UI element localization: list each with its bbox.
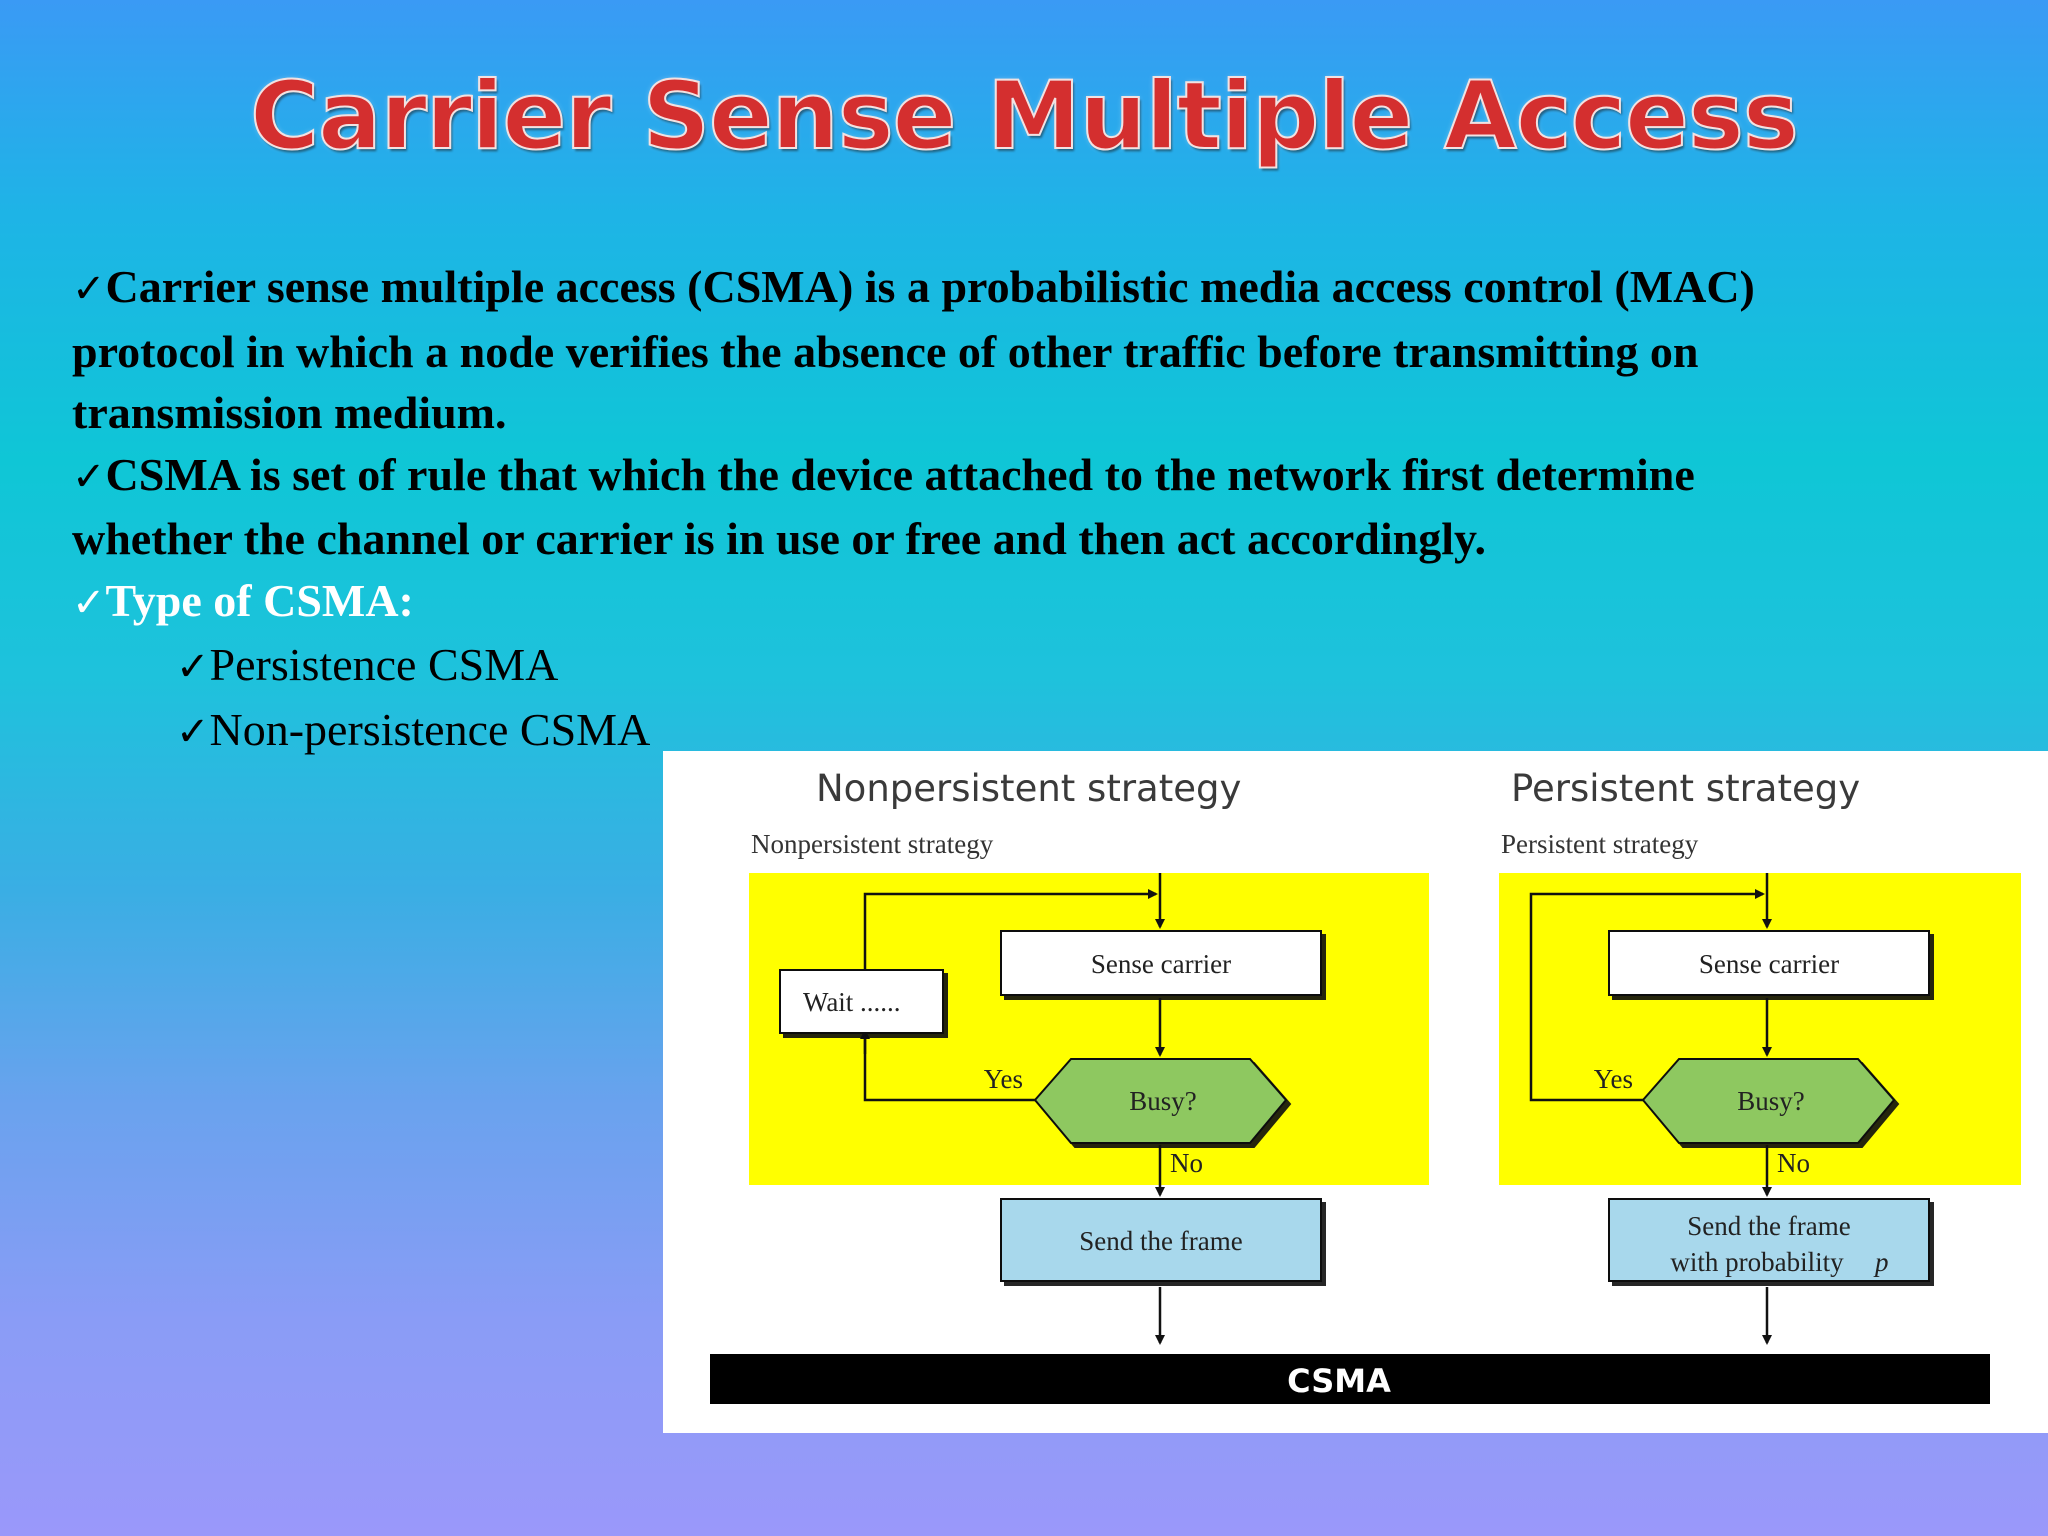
bullet-text-line: Carrier sense multiple access (CSMA) is …	[105, 261, 1755, 312]
send-frame-label: Send the frame	[1079, 1226, 1242, 1256]
yes-label: Yes	[1594, 1064, 1633, 1094]
no-label: No	[1170, 1148, 1203, 1178]
csma-flowchart-svg: Nonpersistent strategy Nonpersistent str…	[710, 767, 2021, 1404]
csma-bar	[710, 1354, 1990, 1404]
sub-bullet-text: Non-persistence CSMA	[209, 703, 651, 755]
sense-carrier-label: Sense carrier	[1091, 949, 1231, 979]
send-frame-label-line2: with probability	[1670, 1247, 1844, 1277]
bullet-text-line: CSMA is set of rule that which the devic…	[105, 448, 1695, 500]
nonpersistent-title: Nonpersistent strategy	[816, 767, 1241, 810]
probability-symbol: p	[1873, 1247, 1889, 1277]
persistent-subtitle: Persistent strategy	[1501, 829, 1699, 859]
wait-box	[779, 969, 944, 1034]
csma-flowchart-figure: Nonpersistent strategy Nonpersistent str…	[663, 751, 2048, 1433]
sense-carrier-box	[1608, 930, 1930, 996]
bullet-item: ✓Carrier sense multiple access (CSMA) is…	[72, 256, 2032, 321]
send-frame-label-line1: Send the frame	[1687, 1211, 1850, 1241]
bullet-list: ✓Carrier sense multiple access (CSMA) is…	[72, 256, 2032, 763]
checkmark-icon: ✓	[72, 579, 106, 626]
sub-bullet-item: ✓Persistence CSMA	[72, 634, 2032, 699]
bullet-text-line: transmission medium.	[72, 387, 507, 438]
checkmark-icon: ✓	[72, 266, 106, 312]
bullet-item: ✓CSMA is set of rule that which the devi…	[72, 444, 2032, 509]
checkmark-icon: ✓	[176, 644, 210, 690]
bullet-text-line: Type of CSMA:	[105, 574, 414, 626]
busy-label: Busy?	[1129, 1086, 1197, 1116]
slide-title: Carrier Sense Multiple Access	[249, 61, 1800, 172]
bullet-text-line: protocol in which a node verifies the ab…	[72, 325, 1699, 377]
checkmark-icon: ✓	[72, 453, 106, 500]
loop-arrow	[1529, 889, 1765, 1102]
busy-label: Busy?	[1737, 1086, 1805, 1116]
bullet-item: ✓Type of CSMA:	[72, 570, 2032, 635]
send-frame-box	[1608, 1198, 1930, 1282]
wait-label: Wait ......	[803, 987, 901, 1017]
nonpersistent-subtitle: Nonpersistent strategy	[751, 829, 994, 859]
sub-bullet-item: ✓Non-persistence CSMA	[72, 699, 2032, 764]
no-label: No	[1777, 1148, 1810, 1178]
checkmark-icon: ✓	[176, 708, 210, 755]
sub-bullet-text: Persistence CSMA	[209, 639, 559, 690]
bullet-text-line: whether the channel or carrier is in use…	[72, 513, 1486, 564]
sense-carrier-box	[1000, 930, 1322, 996]
csma-bar-label: CSMA	[1287, 1362, 1391, 1400]
send-frame-box	[1000, 1198, 1322, 1282]
persistent-title: Persistent strategy	[1511, 767, 1860, 810]
yes-label: Yes	[984, 1064, 1023, 1094]
sense-carrier-label: Sense carrier	[1699, 949, 1839, 979]
